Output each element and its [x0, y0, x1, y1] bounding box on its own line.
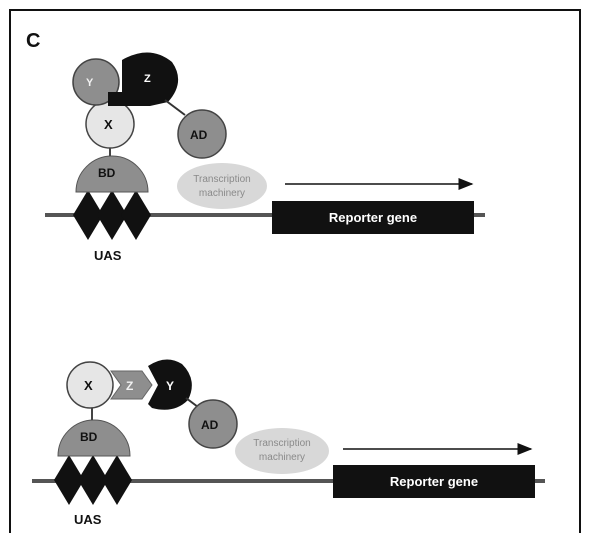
top-binding-domain	[75, 155, 149, 193]
top-reporter-gene	[272, 201, 474, 234]
top-protein-z	[108, 52, 179, 106]
top-uas-label: UAS	[94, 248, 122, 263]
bottom-activation-domain	[188, 399, 238, 449]
bottom-protein-y	[148, 359, 192, 410]
top-ad-label: AD	[190, 128, 208, 142]
bottom-reporter-gene	[333, 465, 535, 498]
bottom-diagram: UAS BD X Z Y AD Transcription machinery …	[32, 359, 545, 527]
top-reporter-label: Reporter gene	[329, 210, 417, 225]
bottom-uas-label: UAS	[74, 512, 102, 527]
bottom-binding-domain	[57, 419, 131, 457]
bottom-uas-diamonds	[54, 455, 132, 505]
top-tm-line1: Transcription	[193, 174, 250, 185]
top-z-label: Z	[144, 73, 151, 85]
bottom-y-label: Y	[166, 379, 174, 393]
bottom-tm-line1: Transcription	[253, 438, 310, 449]
bottom-protein-x	[66, 361, 114, 409]
top-y-label: Y	[86, 77, 94, 89]
top-transcription-machinery	[177, 163, 267, 209]
bottom-z-label: Z	[126, 379, 133, 393]
panel-label: C	[26, 30, 41, 52]
top-protein-y	[72, 58, 120, 106]
top-bd-label: BD	[98, 166, 116, 180]
top-x-label: X	[104, 117, 113, 132]
bottom-protein-z	[110, 370, 153, 400]
top-uas-diamonds	[73, 190, 151, 240]
bottom-ad-label: AD	[201, 418, 219, 432]
bottom-bd-label: BD	[80, 430, 98, 444]
bottom-tm-line2: machinery	[259, 452, 305, 463]
top-diagram: UAS BD X Y Z AD Transcription machinery …	[45, 52, 485, 263]
top-tm-line2: machinery	[199, 188, 245, 199]
bottom-reporter-label: Reporter gene	[390, 474, 478, 489]
top-activation-domain	[177, 109, 227, 159]
bottom-x-label: X	[84, 378, 93, 393]
figure-frame	[9, 9, 581, 533]
bottom-transcription-machinery	[235, 428, 329, 474]
